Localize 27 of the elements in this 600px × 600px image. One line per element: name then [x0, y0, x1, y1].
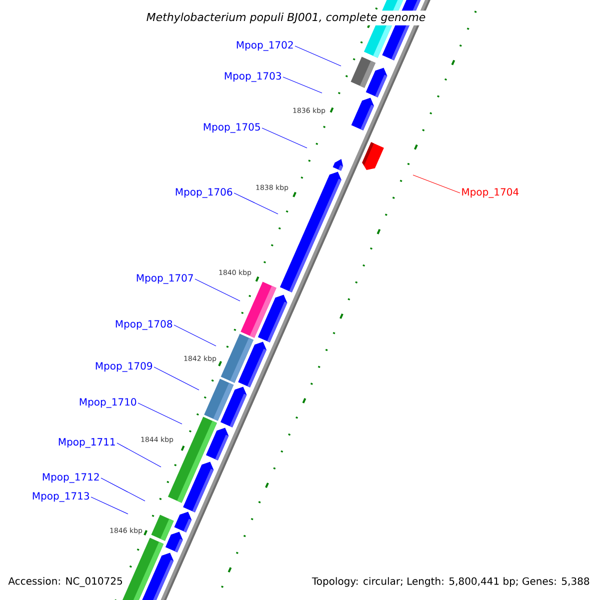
gene-label: Mpop_1703: [224, 72, 281, 82]
leader-line: [412, 174, 460, 194]
gene-label: Mpop_1708: [116, 320, 172, 330]
leader-line: [294, 46, 342, 66]
gene-label: Mpop_1712: [42, 473, 99, 483]
gene-label: Mpop_1702: [236, 41, 293, 51]
leader-line: [234, 192, 278, 214]
gene-label: Mpop_1709: [96, 362, 152, 372]
genome-info-label: Topology: circular; Length: 5,800,441 bp; Genes: 5,388: [310, 575, 592, 589]
gene-label: Mpop_1710: [80, 398, 136, 408]
leader-line: [100, 478, 146, 502]
gene-label: Mpop_1707: [136, 274, 193, 284]
leader-line: [90, 496, 128, 514]
leader-line: [262, 128, 308, 148]
leader-line: [174, 324, 216, 346]
title: Methylobacterium populi BJ001, complete genome: [144, 10, 428, 26]
gene-label: Mpop_1706: [176, 188, 232, 198]
leader-line: [138, 402, 182, 424]
gene-label: Mpop_1704: [462, 188, 519, 198]
gene-label: Mpop_1713: [32, 492, 89, 502]
leader-line: [116, 442, 162, 468]
leader-line: [282, 76, 322, 94]
gene-label: Mpop_1711: [58, 438, 115, 448]
gene-label: Mpop_1705: [204, 123, 260, 133]
accession-label: Accession: NC_010725: [6, 575, 125, 589]
leader-line: [154, 366, 200, 390]
leader-line: [194, 278, 240, 302]
